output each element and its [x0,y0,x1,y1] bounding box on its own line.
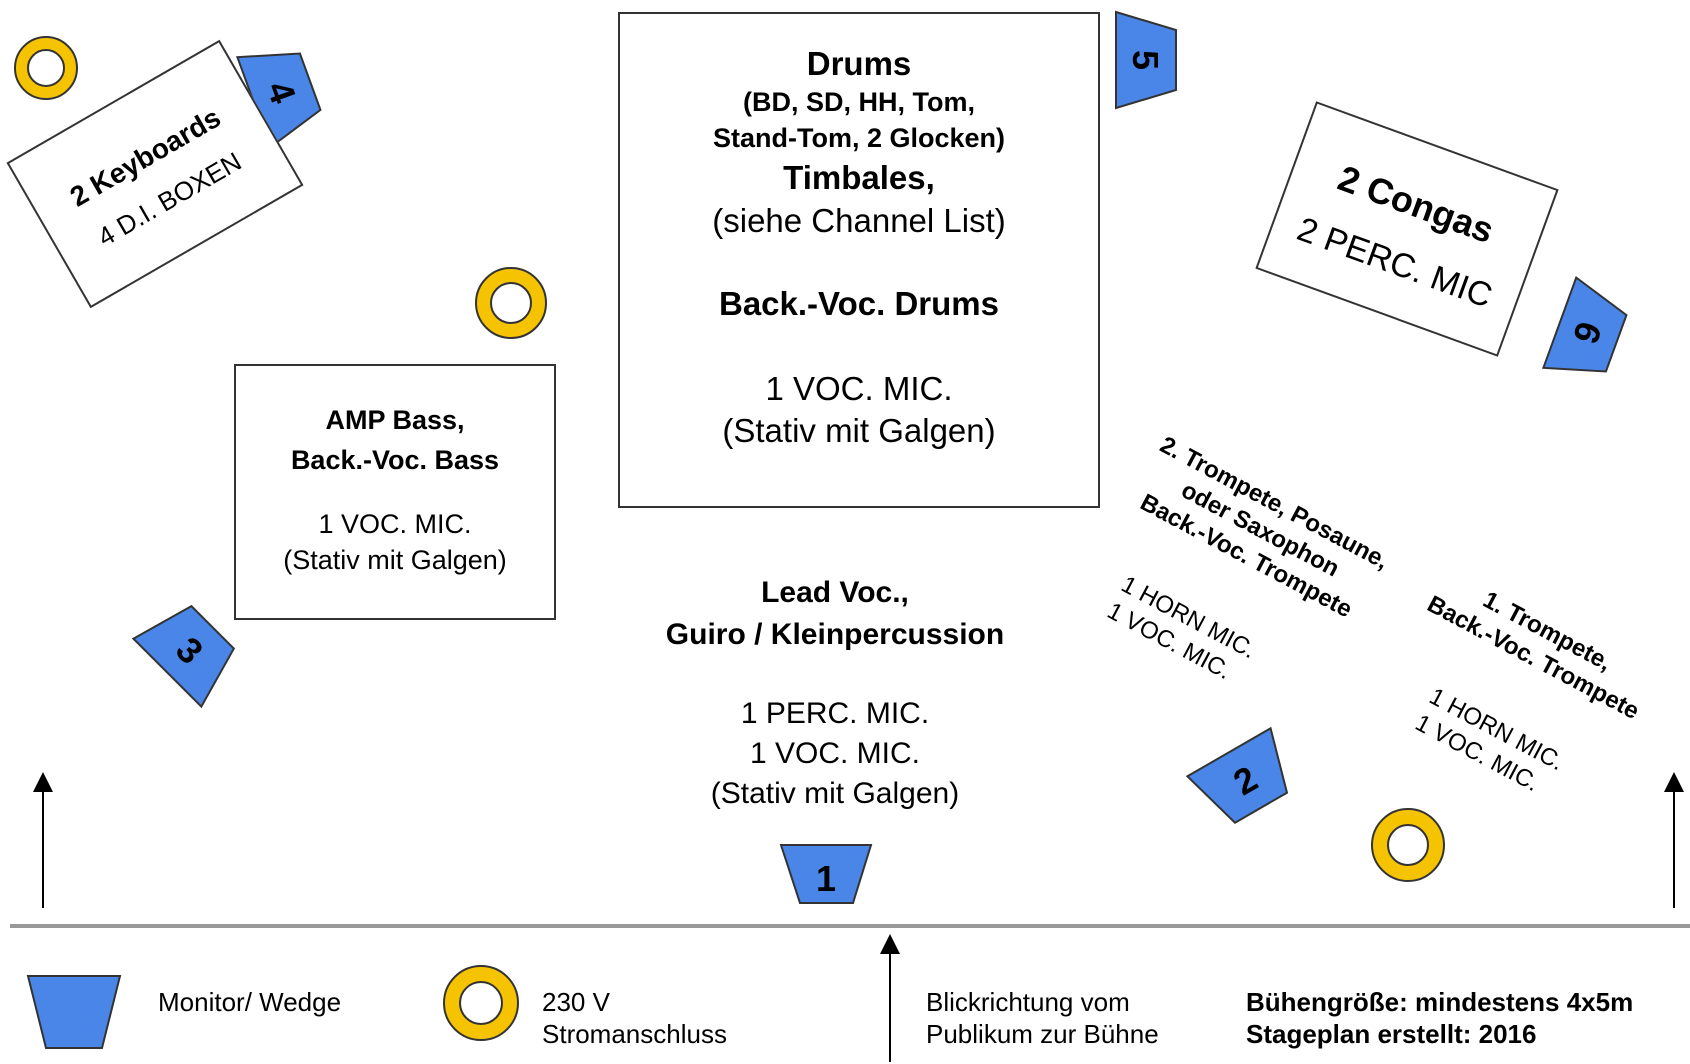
drums-stand-label: (Stativ mit Galgen) [722,412,996,449]
drums-title: Drums [806,45,912,82]
created-label: Stageplan erstellt: 2016 [1246,1019,1537,1049]
power-outlet-icon [14,36,78,100]
legend-view-line2: Publikum zur Bühne [926,1019,1159,1049]
lead-vocal-block: Lead Voc., Guiro / Kleinpercussion 1 PER… [600,572,1070,814]
wedge-1-icon: 1 [779,844,873,904]
legend-view-line1: Blickrichtung vom [926,987,1130,1017]
drums-kit-line2: Stand-Tom, 2 Glocken) [712,123,1006,153]
power-outlet-icon [443,965,519,1041]
drums-backvoc-label: Back.-Voc. Drums [719,285,999,322]
bass-box: AMP Bass, Back.-Voc. Bass 1 VOC. MIC. (S… [234,364,556,620]
wedge-2-icon: 2 [1185,726,1289,824]
wedge-1-label: 1 [816,858,836,899]
channel-list-note: (siehe Channel List) [712,202,1006,239]
timbales-label: Timbales, [783,159,935,196]
drums-mic-label: 1 VOC. MIC. [765,370,953,407]
drums-box: Drums (BD, SD, HH, Tom, Stand-Tom, 2 Glo… [618,12,1100,508]
legend-power-block: 230 V Stromanschluss [542,986,727,1050]
drums-kit-line1: (BD, SD, HH, Tom, [743,87,975,117]
lead-voc-mic: 1 VOC. MIC. [749,737,921,770]
wedge-4-icon: 4 [235,52,322,149]
legend-view-block: Blickrichtung vom Publikum zur Bühne [926,986,1159,1050]
wedge-5-label: 5 [1125,50,1166,70]
monitor-wedge-icon [26,975,122,1049]
bass-stand-label: (Stativ mit Galgen) [283,545,507,575]
bass-mic-label: 1 VOC. MIC. [318,509,472,539]
lead-perc-mic: 1 PERC. MIC. [740,697,930,730]
bass-title-line2: Back.-Voc. Bass [290,445,500,475]
lead-title-line1: Lead Voc., [761,576,909,609]
power-outlet-icon [1371,808,1445,882]
wedge-5-icon: 5 [1115,10,1177,110]
legend-monitor-label: Monitor/ Wedge [158,987,342,1017]
power-outlet-icon [475,267,547,339]
stage-size-label: Bühengröße: mindestens 4x5m [1246,987,1634,1017]
lead-stand-label: (Stativ mit Galgen) [710,777,960,810]
legend-power-line2: Stromanschluss [542,1019,727,1049]
bass-title-line1: AMP Bass, [325,405,465,435]
wedge-6-icon: 6 [1541,276,1628,373]
legend-power-line1: 230 V [542,987,610,1017]
wedge-3-icon: 3 [131,604,236,709]
legend-info-block: Bühengröße: mindestens 4x5m Stageplan er… [1246,986,1686,1050]
lead-title-line2: Guiro / Kleinpercussion [665,618,1005,651]
